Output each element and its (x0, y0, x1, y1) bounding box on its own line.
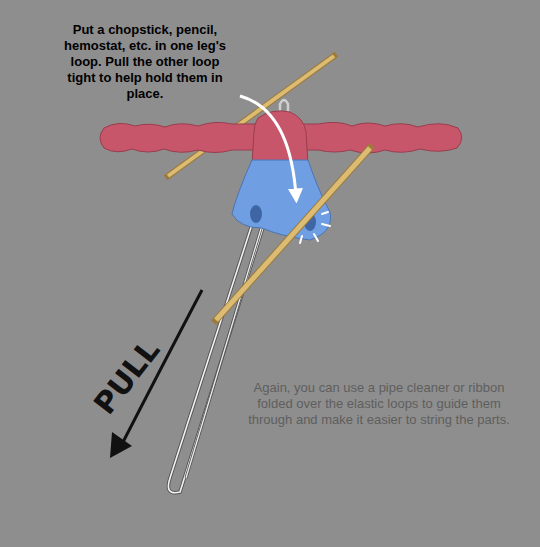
label-text: PULL (80, 323, 175, 431)
elastic-loop (168, 212, 266, 493)
elastic-loop (186, 212, 266, 478)
elastic-loop (168, 212, 266, 493)
label-text: Again, you can use a pipe cleaner or rib… (248, 380, 510, 428)
label-text: Put a chopstick, pencil, hemostat, etc. … (62, 22, 228, 102)
instruction-note: Put a chopstick, pencil, hemostat, etc. … (62, 22, 228, 102)
pull-label: PULL (80, 323, 175, 431)
leg-socket (250, 205, 262, 223)
doll-pelvis (232, 160, 331, 240)
direction-arrow (240, 96, 296, 196)
elastic-loop (186, 212, 266, 478)
pull-arrowhead (110, 432, 132, 458)
tip-note: Again, you can use a pipe cleaner or rib… (248, 380, 510, 428)
doll-torso (252, 111, 308, 164)
